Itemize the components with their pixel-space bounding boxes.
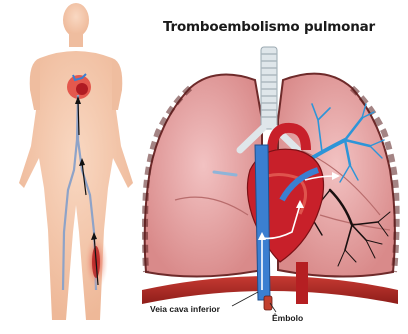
leader-line-veia xyxy=(232,292,258,306)
diagram-title: Tromboembolismo pulmonar xyxy=(163,19,403,35)
label-inferior-vena-cava: Veia cava inferior xyxy=(150,304,220,314)
label-embolus: Êmbolo xyxy=(272,313,303,323)
human-body-figure xyxy=(19,3,133,320)
embolus xyxy=(264,296,272,310)
